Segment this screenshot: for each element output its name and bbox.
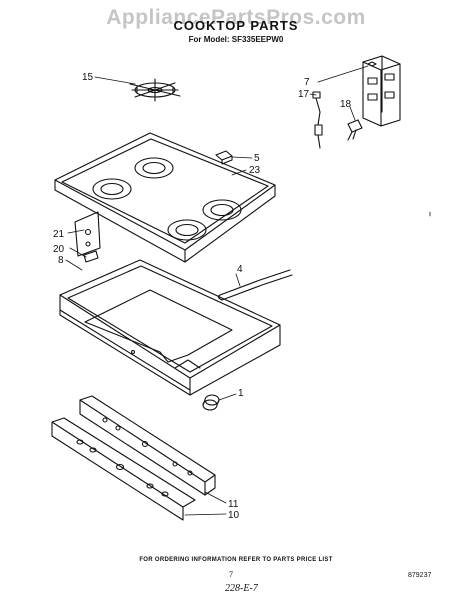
page-number: 7	[229, 570, 233, 579]
callout-4: 4	[237, 264, 243, 275]
callout-labels: 15 7 17 18 5 23 21 20 8 4 1 11 10	[53, 72, 352, 521]
cooktop-top-part	[54, 132, 276, 263]
callout-1: 1	[238, 388, 244, 399]
burner-box-part	[59, 259, 281, 396]
handwritten-note: 228-E-7	[225, 583, 258, 594]
control-bracket-part	[362, 55, 401, 127]
connector-part	[347, 119, 363, 141]
igniter-part	[312, 91, 323, 149]
callout-23: 23	[249, 165, 261, 176]
panel-overlay-part	[51, 417, 196, 521]
callout-20: 20	[53, 244, 65, 255]
document-number: 879237	[408, 572, 432, 579]
callout-10: 10	[228, 510, 240, 521]
callout-18: 18	[340, 99, 352, 110]
callout-17: 17	[298, 89, 310, 100]
callout-7: 7	[304, 77, 310, 88]
grate-part	[129, 78, 181, 102]
knob-part	[202, 394, 220, 411]
gas-tube-part	[217, 269, 293, 301]
control-panel-part	[79, 395, 216, 496]
diagram-title: COOKTOP PARTS	[173, 18, 299, 33]
callout-5: 5	[254, 153, 260, 164]
callout-15: 15	[82, 72, 94, 83]
clip-part	[215, 150, 233, 165]
ordering-note: FOR ORDERING INFORMATION REFER TO PARTS …	[139, 557, 333, 563]
callout-11: 11	[228, 499, 239, 510]
callout-21: 21	[53, 229, 65, 240]
leader-lines	[65, 65, 369, 516]
watermark: AppliancePartsPros.com	[106, 6, 366, 29]
valve-bracket-part	[74, 211, 101, 263]
diagram-subtitle: For Model: SF335EEPW0	[188, 35, 284, 44]
callout-8: 8	[58, 255, 64, 266]
